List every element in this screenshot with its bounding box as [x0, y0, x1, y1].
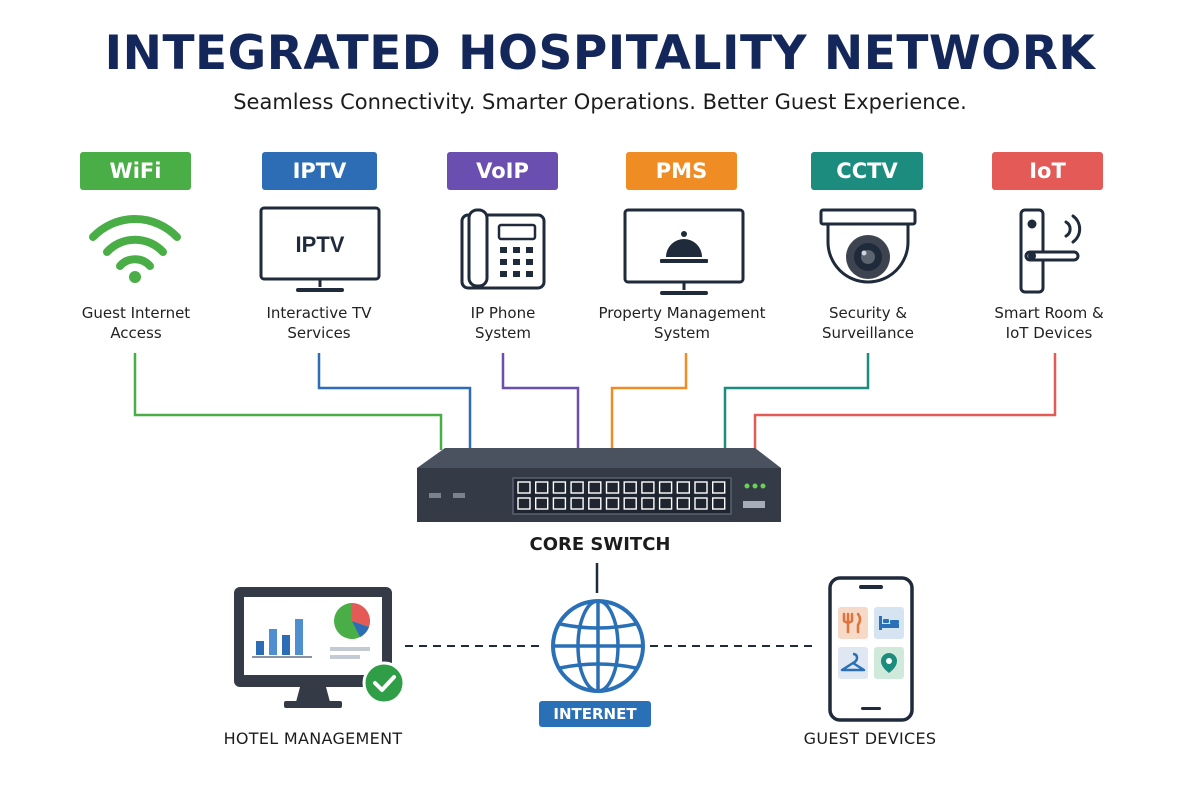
switch-port: [517, 497, 531, 510]
internet-badge: INTERNET: [539, 701, 651, 727]
switch-port: [641, 497, 655, 510]
switch-port: [588, 497, 602, 510]
switch-port: [623, 481, 637, 494]
switch-port: [712, 497, 726, 510]
dashboard-monitor-icon: [234, 587, 406, 708]
switch-port: [658, 497, 673, 510]
hanger-icon: [840, 652, 866, 672]
guest-devices-label: GUEST DEVICES: [803, 729, 937, 748]
switch-port: [517, 481, 531, 494]
iptv-badge: IPTV: [262, 152, 377, 190]
switch-port: [570, 497, 584, 510]
switch-port: [694, 497, 708, 510]
switch-port: [694, 481, 708, 494]
voip-badge: VoIP: [447, 152, 558, 190]
switch-port: [570, 481, 584, 494]
voip-cable: [501, 353, 580, 450]
iptv-cable: [317, 353, 472, 450]
tv-icon: IPTV: [259, 206, 381, 292]
switch-port: [641, 481, 655, 494]
pms-cable: [610, 353, 688, 450]
dining-icon: [842, 612, 862, 634]
switch-port: [588, 481, 602, 494]
bed-icon: [879, 616, 899, 630]
cctv-label: Security &Surveillance: [822, 304, 914, 342]
cctv-cable: [723, 353, 870, 450]
iot-label: Smart Room &IoT Devices: [994, 304, 1104, 342]
page-subtitle: Seamless Connectivity. Smarter Operation…: [233, 90, 967, 114]
dome-camera-icon: [819, 208, 917, 284]
pms-badge: PMS: [626, 152, 737, 190]
switch-port: [552, 497, 567, 510]
wifi-cable: [133, 353, 443, 450]
switch-port: [605, 497, 620, 510]
phone-icon: [460, 208, 546, 290]
hotel-management-label: HOTEL MANAGEMENT: [223, 729, 403, 748]
switch-port: [534, 497, 549, 510]
reception-bell-icon: [623, 208, 745, 295]
globe-icon: [551, 599, 645, 693]
switch-port: [676, 497, 690, 510]
switch-port: [676, 481, 690, 494]
smart-lock-icon: [1019, 208, 1082, 294]
switch-port: [712, 481, 726, 494]
page-title: INTEGRATED HOSPITALITY NETWORK: [104, 26, 1096, 81]
cctv-badge: CCTV: [811, 152, 923, 190]
core-switch-icon: [417, 448, 781, 522]
switch-port: [623, 497, 637, 510]
tv-screen-text: IPTV: [296, 232, 345, 257]
wifi-icon: [89, 215, 181, 283]
iot-cable: [753, 353, 1057, 450]
switch-port: [605, 481, 620, 494]
map-pin-icon: [881, 653, 897, 673]
switch-port: [552, 481, 567, 494]
switch-port: [658, 481, 673, 494]
wifi-badge: WiFi: [80, 152, 191, 190]
iot-badge: IoT: [992, 152, 1103, 190]
smartphone-icon: [828, 576, 914, 722]
switch-port: [534, 481, 549, 494]
core-switch-label: CORE SWITCH: [529, 534, 671, 555]
